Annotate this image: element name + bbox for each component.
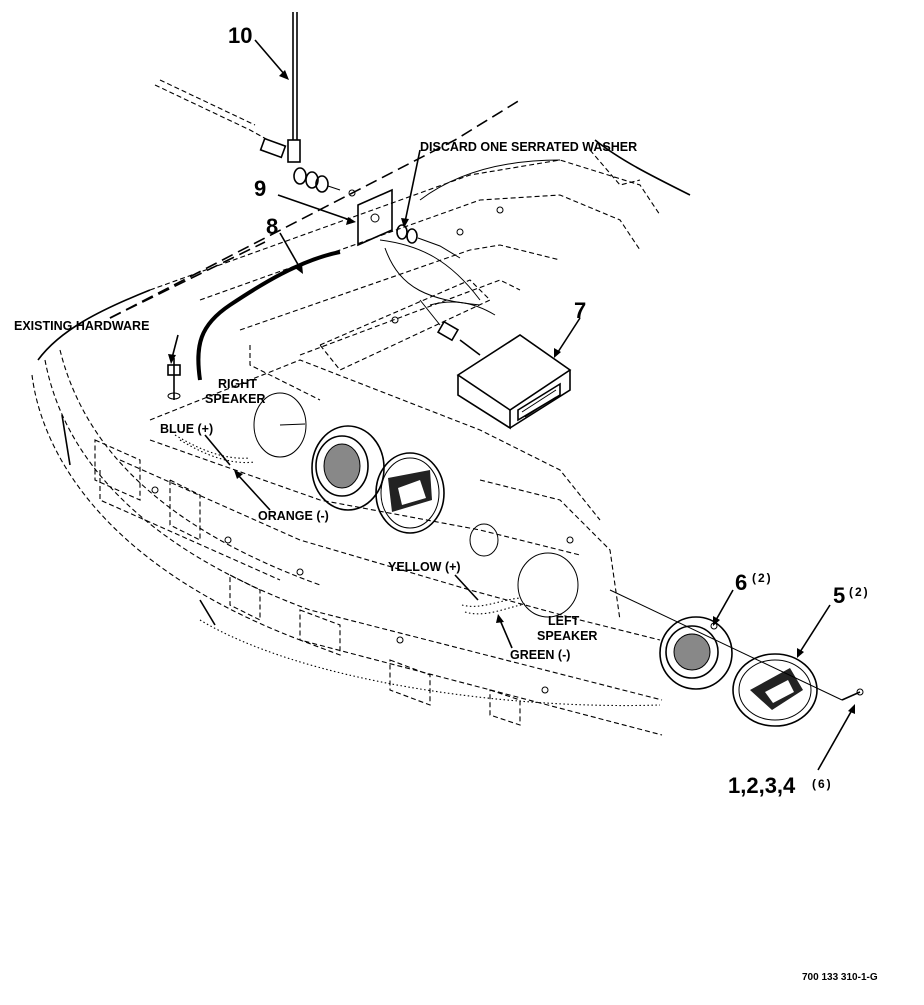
callout-8: 8 [266,214,278,239]
callout-5-qty: (2) [849,585,870,599]
dashboard-outline [31,99,691,736]
label-left-speaker-1: LEFT [548,614,580,628]
left-speaker-wires [461,597,526,615]
right-speaker [311,425,385,511]
radio-unit [419,299,572,430]
label-yellow: YELLOW (+) [388,560,461,574]
label-blue: BLUE (+) [160,422,213,436]
left-speaker-grille [732,653,818,727]
left-speaker-screw [609,589,864,701]
label-existing-hardware: EXISTING HARDWARE [14,319,149,333]
callout-1-2-3-4-qty: (6) [812,777,833,791]
drawing-number: 700 133 310-1-G [802,972,878,983]
label-orange: ORANGE (-) [258,509,329,523]
right-speaker-grille [375,452,445,534]
antenna-mast [154,12,301,163]
existing-hardware-bolt [167,358,181,400]
label-right-speaker-1: RIGHT [218,377,257,391]
label-discard-washer: DISCARD ONE SERRATED WASHER [420,140,637,154]
label-left-speaker-2: SPEAKER [537,629,597,643]
mounting-plate [348,188,461,259]
callout-9: 9 [254,176,266,201]
callout-5: 5 [833,583,845,608]
right-speaker-opening [253,392,307,458]
leader-lines [168,39,855,771]
callout-10: 10 [228,23,252,48]
text-labels: DISCARD ONE SERRATED WASHER EXISTING HAR… [14,140,878,983]
callout-6: 6 [735,570,747,595]
callout-6-qty: (2) [752,571,773,585]
callout-7: 7 [574,298,586,323]
right-speaker-wires [174,434,256,464]
label-green: GREEN (-) [510,648,570,662]
callout-1-2-3-4: 1,2,3,4 [728,773,796,798]
label-right-speaker-2: SPEAKER [205,392,265,406]
antenna-nuts-washers [293,167,341,193]
left-speaker-opening [469,523,579,618]
left-speaker [659,616,733,690]
callout-labels: 10 9 8 7 6 (2) 5 (2) 1,2,3,4 (6) [228,23,870,798]
